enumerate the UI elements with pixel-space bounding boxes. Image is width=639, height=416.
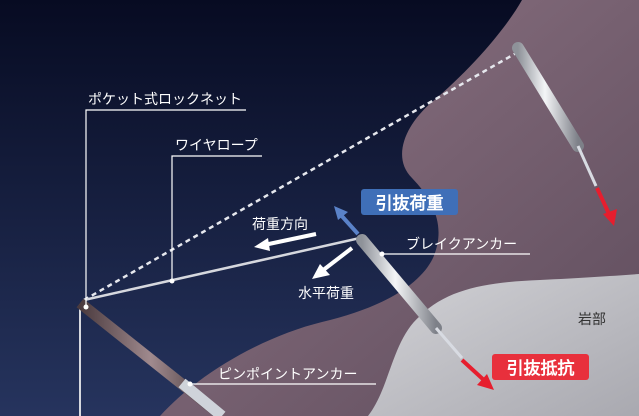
pocket-net-dot [83, 304, 89, 310]
pullout-load-arrow [334, 206, 360, 236]
pullout-load-label: 引抜荷重 [376, 193, 444, 214]
horizontal-load-arrow [312, 246, 354, 279]
pullout-resistance-badge [492, 354, 589, 380]
pullout-resistance-label: 引抜抵抗 [507, 358, 575, 379]
wire-rope-dot [169, 278, 175, 284]
horizontal-load-label: 水平荷重 [298, 286, 354, 302]
wire-rope-leader [171, 155, 262, 281]
upper-anchor [512, 42, 598, 187]
pinpoint-anchor-label: ピンポイントアンカー [218, 367, 357, 383]
pinpoint-anchor-rod [178, 378, 226, 416]
pocket-net-leader [85, 109, 246, 306]
upper-resistance-arrow [595, 187, 617, 226]
brake-anchor-label: ブレイクアンカー [406, 236, 517, 253]
brake-anchor [356, 234, 464, 359]
rock-label: 岩部 [578, 312, 606, 328]
rock-region [368, 274, 639, 416]
upper-dashed-wire [83, 50, 519, 302]
pullout-load-badge [361, 189, 458, 215]
pinpoint-anchor-dot [187, 381, 193, 387]
load-direction-arrow [254, 232, 317, 251]
pullout-resistance-arrow [460, 358, 494, 390]
load-direction-label: 荷重方向 [252, 217, 308, 233]
brake-anchor-dot [379, 251, 385, 257]
wire-rope-label: ワイヤロープ [175, 138, 258, 154]
wire-rope-line [83, 236, 361, 302]
pocket-net-label: ポケット式ロックネット [88, 92, 242, 108]
